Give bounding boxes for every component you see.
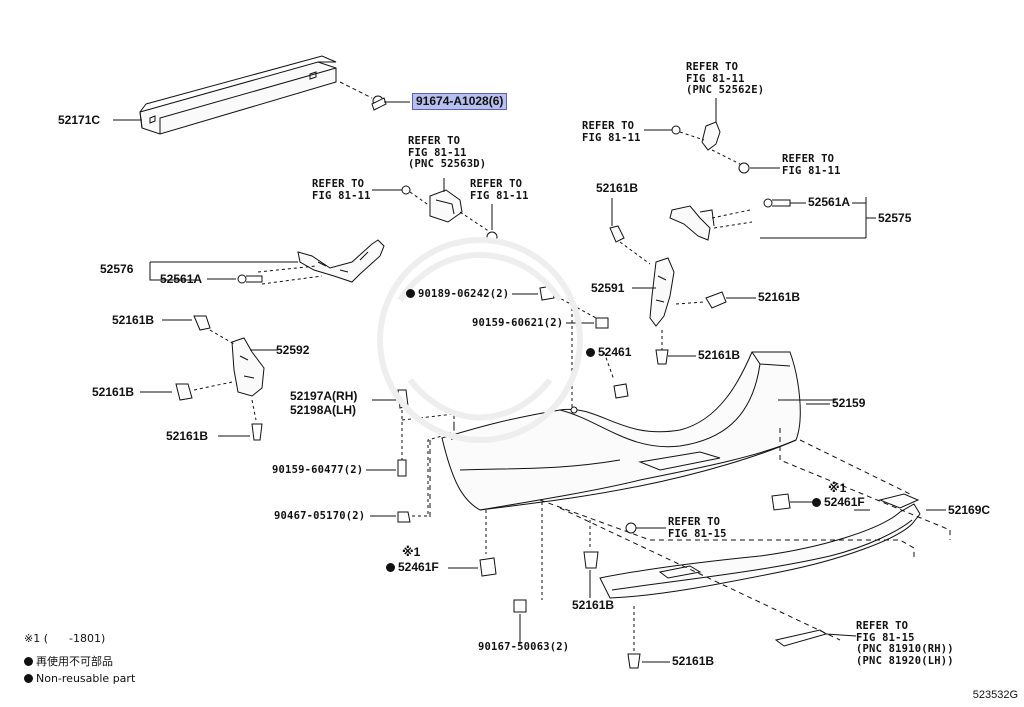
bumper-cover-drawing xyxy=(441,351,836,511)
asterisk-mark: ※1 xyxy=(828,481,847,495)
refer-note[interactable]: REFER TO FIG 81-15 xyxy=(668,516,727,540)
non-reusable-dot xyxy=(386,563,395,572)
part-label-90159-60477[interactable]: 90159-60477(2) xyxy=(272,464,364,476)
lower-spoiler-drawing xyxy=(599,493,946,599)
part-label-52171C[interactable]: 52171C xyxy=(58,113,101,127)
bolt-91674-drawing xyxy=(371,95,410,111)
part-label-52592[interactable]: 52592 xyxy=(276,343,310,357)
part-label-52198A[interactable]: 52198A(LH) xyxy=(290,403,357,417)
part-label-52461[interactable]: 52461 xyxy=(586,346,631,359)
part-label-91674-a1028-highlighted[interactable]: 91674-A1028(6) xyxy=(412,93,508,110)
bottom-fasteners-drawing xyxy=(513,502,670,669)
reflector-drawing xyxy=(774,629,857,647)
asterisk-mark: ※1 xyxy=(402,545,421,559)
part-label-52576[interactable]: 52576 xyxy=(100,262,134,276)
non-reusable-dot xyxy=(24,657,33,666)
bracket-52591-drawing xyxy=(609,198,756,365)
part-label-52561A-right[interactable]: 52561A xyxy=(808,195,851,209)
bracket-52575-drawing xyxy=(669,197,876,241)
part-label-52161B[interactable]: 52161B xyxy=(112,313,155,327)
part-label-52161B[interactable]: 52161B xyxy=(758,290,801,304)
non-reusable-dot xyxy=(24,674,33,683)
part-label-52591[interactable]: 52591 xyxy=(591,281,625,295)
part-label-52561A-left[interactable]: 52561A xyxy=(160,272,203,286)
legend-note-asterisk: ※1 ( -1801) xyxy=(24,632,106,645)
part-label-52197A[interactable]: 52197A(RH) xyxy=(290,389,358,403)
part-label-90467-05170[interactable]: 90467-05170(2) xyxy=(274,510,366,522)
legend-non-reusable-jp: 再使用不可部品 xyxy=(24,655,113,669)
refer-note[interactable]: REFER TO FIG 81-11 (PNC 52563D) xyxy=(408,135,487,170)
part-label-90189-06242[interactable]: 90189-06242(2) xyxy=(406,288,509,301)
watermark-emblem xyxy=(377,237,583,443)
part-label-52461F-left[interactable]: 52461F xyxy=(386,561,439,574)
part-label-52161B[interactable]: 52161B xyxy=(572,598,615,612)
refer-note[interactable]: REFER TO FIG 81-11 xyxy=(582,120,641,144)
refer-note[interactable]: REFER TO FIG 81-11 xyxy=(782,153,841,177)
part-label-52161B[interactable]: 52161B xyxy=(698,348,741,362)
diagram-code: 523532G xyxy=(972,689,1018,701)
part-label-52161B[interactable]: 52161B xyxy=(672,654,715,668)
refer-note[interactable]: REFER TO FIG 81-11 (PNC 52562E) xyxy=(686,61,765,96)
legend-non-reusable-en: Non-reusable part xyxy=(24,672,135,686)
part-label-52161B[interactable]: 52161B xyxy=(596,181,639,195)
refer-note[interactable]: REFER TO FIG 81-15 (PNC 81910(RH)) (PNC … xyxy=(856,620,954,667)
non-reusable-dot xyxy=(812,498,821,507)
part-label-52159[interactable]: 52159 xyxy=(832,396,866,410)
non-reusable-dot xyxy=(586,348,595,357)
bracket-52576-drawing xyxy=(149,239,385,285)
refer-note[interactable]: REFER TO FIG 81-11 xyxy=(312,178,371,202)
part-label-90167-50063[interactable]: 90167-50063(2) xyxy=(478,641,570,653)
bracket-52592-drawing xyxy=(140,315,278,441)
assembly-lines xyxy=(429,414,951,641)
part-label-90159-60621[interactable]: 90159-60621(2) xyxy=(472,317,564,329)
part-label-52575[interactable]: 52575 xyxy=(878,211,912,225)
non-reusable-dot xyxy=(406,289,415,298)
part-label-52161B[interactable]: 52161B xyxy=(92,385,135,399)
part-label-52161B[interactable]: 52161B xyxy=(166,429,209,443)
refer-note[interactable]: REFER TO FIG 81-11 xyxy=(470,178,529,202)
part-label-52169C[interactable]: 52169C xyxy=(948,503,991,517)
caps-drawing xyxy=(448,351,812,577)
upper-right-bracket-drawing xyxy=(644,98,780,174)
part-label-52461F-right[interactable]: 52461F xyxy=(812,496,865,509)
reinforcement-bar-drawing xyxy=(139,55,337,135)
